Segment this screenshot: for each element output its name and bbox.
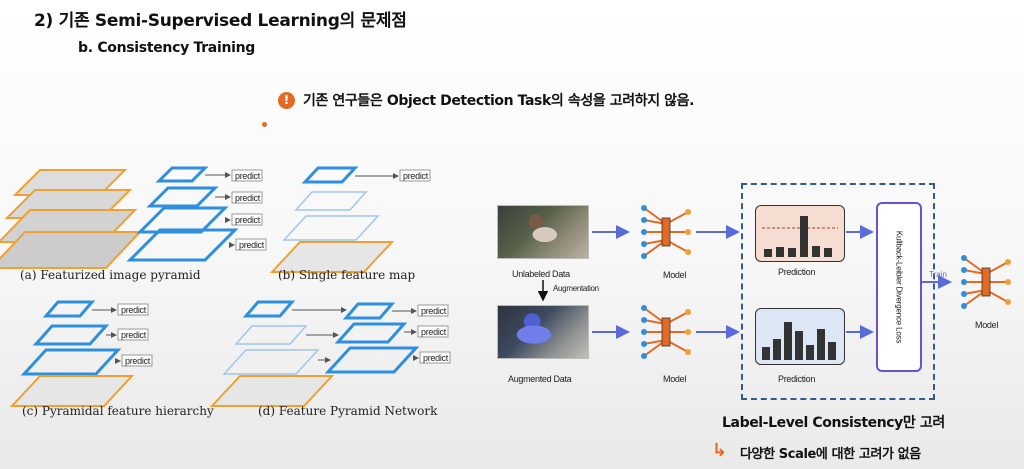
caption-a: (a) Featurized image pyramid [20,268,201,282]
scale-note: 다양한 Scale에 대한 고려가 없음 [740,443,921,462]
predict-label: predict [235,193,260,203]
pointer-dot [262,122,267,127]
slide-title: 2) 기존 Semi-Supervised Learning의 문제점 [34,6,407,31]
feature-pyramid-figure [0,150,480,430]
predict-label: predict [403,171,428,181]
predict-label: predict [121,330,146,340]
predict-label: predict [235,215,260,225]
loss-label: Kullback-Leibler Divergence Loss [895,231,904,343]
model-label-top: Model [663,270,686,280]
caption-c: (c) Pyramidal feature hierarchy [22,404,214,418]
predict-label: predict [239,240,264,250]
diagram-c-pyramidal-feature-hierarchy [12,302,152,406]
kl-divergence-loss-box: Kullback-Leibler Divergence Loss [876,202,922,372]
caption-b: (b) Single feature map [278,268,415,282]
curved-arrow-icon: ↳ [712,440,727,461]
model-label-final: Model [975,320,998,330]
predict-label: predict [421,327,446,337]
label-level-note: Label-Level Consistency만 고려 [722,412,945,432]
diagram-b-single-feature-map [272,168,430,272]
diagram-a-featurized-image-pyramid [0,168,266,268]
model-label-bottom: Model [663,374,686,384]
diagram-d-feature-pyramid-network [212,302,450,406]
predict-label: predict [235,171,260,181]
predict-label: predict [423,353,448,363]
exclamation-icon: ! [278,92,295,109]
slide-subtitle: b. Consistency Training [78,40,255,56]
warning-row: ! 기존 연구들은 Object Detection Task의 속성을 고려하… [278,90,694,110]
warning-text: 기존 연구들은 Object Detection Task의 속성을 고려하지 … [303,90,694,110]
train-label: Train [929,270,947,279]
predict-label: predict [421,306,446,316]
caption-d: (d) Feature Pyramid Network [258,404,437,418]
predict-label: predict [125,356,150,366]
predict-label: predict [121,305,146,315]
